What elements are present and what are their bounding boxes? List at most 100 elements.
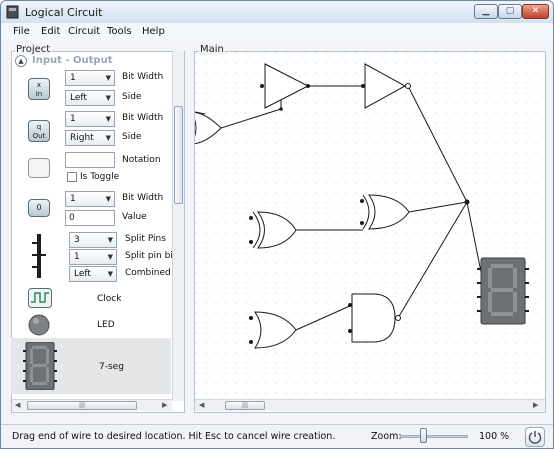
or-gate[interactable] bbox=[195, 111, 222, 145]
menu-file[interactable]: File bbox=[13, 26, 30, 37]
main-canvas[interactable] bbox=[194, 51, 546, 413]
title-bar: Logical Circuit ▁ ▢ ✕ bbox=[1, 1, 553, 23]
project-vertical-scroll-thumb[interactable] bbox=[174, 106, 183, 204]
constant-bit-width-select[interactable]: 1▼ bbox=[65, 191, 115, 207]
zoom-value: 100 % bbox=[479, 431, 510, 442]
scroll-left-icon[interactable]: ◀ bbox=[15, 401, 21, 409]
seven-seg-display[interactable] bbox=[477, 257, 529, 325]
output-bit-width-select[interactable]: 1▼ bbox=[65, 111, 115, 127]
clock-icon[interactable] bbox=[28, 288, 52, 308]
main-horizontal-scrollbar[interactable]: ◀ ||| ▶ bbox=[195, 399, 545, 411]
clock-label: Clock bbox=[97, 294, 122, 304]
project-horizontal-scroll-thumb[interactable]: ||| bbox=[27, 401, 137, 410]
input-bit-width-select[interactable]: 1▼ bbox=[65, 70, 115, 86]
output-bit-width-label: Bit Width bbox=[122, 113, 164, 123]
output-side-label: Side bbox=[122, 132, 142, 142]
constant-value-label: Value bbox=[122, 212, 147, 222]
is-toggle-checkbox[interactable] bbox=[67, 172, 77, 182]
chevron-down-icon: ▼ bbox=[107, 253, 113, 261]
gate-pin[interactable] bbox=[249, 240, 253, 244]
output-side-select[interactable]: Right ▼ bbox=[65, 130, 115, 146]
gate-pin[interactable] bbox=[360, 199, 364, 203]
input-side-label: Side bbox=[122, 92, 142, 102]
scroll-right-icon[interactable]: ▶ bbox=[162, 401, 168, 409]
constant-bit-width-label: Bit Width bbox=[122, 193, 164, 203]
chevron-down-icon: ▼ bbox=[107, 270, 113, 278]
wire bbox=[295, 304, 353, 331]
constant-icon[interactable]: 0 bbox=[28, 199, 50, 217]
chevron-down-icon: ▼ bbox=[105, 94, 111, 102]
input-side-select[interactable]: Left ▼ bbox=[65, 90, 115, 106]
output-side-value: Right bbox=[70, 133, 94, 143]
xor-gate[interactable] bbox=[368, 194, 410, 230]
input-pin-icon[interactable]: x In bbox=[28, 78, 50, 100]
collapse-icon[interactable]: ▲ bbox=[15, 55, 27, 67]
gate-pin[interactable] bbox=[348, 303, 352, 307]
chevron-down-icon: ▼ bbox=[105, 134, 111, 142]
seven-seg-label: 7-seg bbox=[99, 362, 124, 372]
split-pin-bits-value: 1 bbox=[74, 252, 80, 262]
notation-label: Notation bbox=[122, 155, 161, 165]
output-pin-icon-top: q bbox=[36, 123, 42, 131]
nand-gate[interactable] bbox=[351, 293, 396, 343]
output-pin-icon-bottom: Out bbox=[32, 132, 46, 140]
project-vertical-scrollbar[interactable] bbox=[172, 51, 184, 401]
or-gate[interactable] bbox=[254, 311, 297, 349]
gate-pin[interactable] bbox=[348, 329, 352, 333]
combined-label: Combined bbox=[125, 268, 171, 278]
scroll-left-icon[interactable]: ◀ bbox=[199, 401, 205, 409]
led-icon[interactable] bbox=[28, 314, 50, 336]
input-bit-width-value: 1 bbox=[70, 73, 76, 83]
output-bit-width-value: 1 bbox=[70, 114, 76, 124]
constant-value-input[interactable]: 0 bbox=[65, 210, 115, 226]
combined-side-select[interactable]: Left▼ bbox=[69, 266, 117, 282]
zoom-slider-thumb[interactable] bbox=[420, 428, 428, 443]
split-pins-value: 3 bbox=[74, 235, 80, 245]
main-horizontal-scroll-thumb[interactable]: ||| bbox=[225, 401, 265, 410]
push-button-icon[interactable] bbox=[28, 158, 50, 178]
scroll-right-icon[interactable]: ▶ bbox=[533, 401, 539, 409]
split-pins-select[interactable]: 3▼ bbox=[69, 232, 117, 248]
output-pin-icon[interactable]: q Out bbox=[28, 120, 50, 142]
gate-pin[interactable] bbox=[249, 216, 253, 220]
zoom-slider[interactable] bbox=[400, 435, 468, 438]
seven-seg-tool[interactable]: 7-seg bbox=[11, 338, 171, 394]
input-side-value: Left bbox=[70, 93, 87, 103]
led-label: LED bbox=[97, 320, 115, 330]
minimize-button[interactable]: ▁ bbox=[474, 4, 498, 19]
menu-circuit[interactable]: Circuit bbox=[68, 26, 101, 37]
menu-help[interactable]: Help bbox=[142, 26, 165, 37]
gate-pin[interactable] bbox=[361, 84, 365, 88]
split-pin-bits-label: Split pin bi bbox=[125, 251, 173, 261]
circuit-diagram[interactable] bbox=[195, 52, 545, 400]
gate-pin[interactable] bbox=[306, 84, 310, 88]
split-pin-bits-select[interactable]: 1▼ bbox=[69, 249, 117, 265]
project-horizontal-scrollbar[interactable]: ◀ ||| ▶ bbox=[12, 399, 172, 411]
split-pins-label: Split Pins bbox=[125, 234, 166, 244]
gate-pin[interactable] bbox=[249, 316, 253, 320]
gate-pin[interactable] bbox=[260, 84, 264, 88]
buffer-gate[interactable] bbox=[264, 63, 310, 109]
maximize-button[interactable]: ▢ bbox=[498, 4, 522, 19]
status-message: Drag end of wire to desired location. Hi… bbox=[12, 431, 336, 442]
inverter-bubble bbox=[405, 83, 411, 89]
menu-tools[interactable]: Tools bbox=[107, 26, 132, 37]
splitter-icon[interactable] bbox=[32, 234, 46, 278]
power-button[interactable] bbox=[525, 427, 545, 447]
section-input-output[interactable]: Input - Output bbox=[32, 55, 113, 66]
wire bbox=[408, 201, 468, 213]
gate-pin[interactable] bbox=[360, 221, 364, 225]
project-group-label: Project bbox=[15, 44, 52, 55]
window-title: Logical Circuit bbox=[25, 6, 103, 19]
menu-edit[interactable]: Edit bbox=[41, 26, 61, 37]
input-pin-icon-top: x bbox=[36, 81, 42, 89]
gate-pin[interactable] bbox=[249, 340, 253, 344]
wire-junction[interactable] bbox=[464, 199, 470, 205]
wire-junction[interactable] bbox=[279, 107, 283, 111]
close-button[interactable]: ✕ bbox=[522, 4, 549, 19]
notation-input[interactable] bbox=[65, 152, 115, 168]
main-group-label: Main bbox=[199, 44, 225, 55]
wire bbox=[397, 201, 468, 319]
is-toggle-label: Is Toggle bbox=[80, 172, 120, 182]
xor-gate[interactable] bbox=[257, 211, 297, 249]
